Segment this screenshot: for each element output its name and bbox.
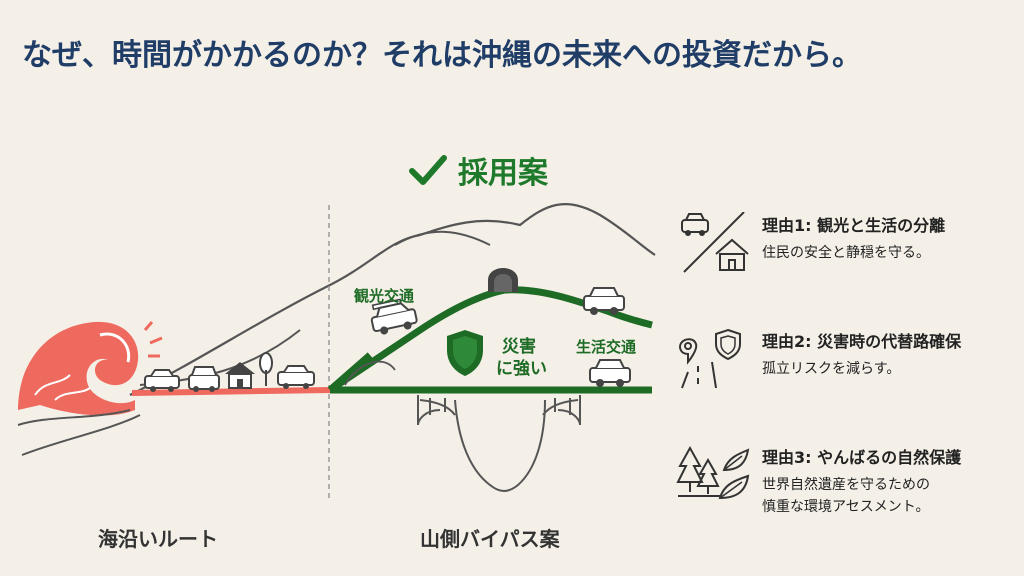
reason-item-1: 理由1: 観光と生活の分離 住民の安全と静穏を守る。 [676, 212, 1016, 312]
reason-3-title: 理由3: やんばるの自然保護 [762, 448, 962, 467]
reason-item-2: 理由2: 災害時の代替路確保 孤立リスクを減らす。 [676, 328, 1016, 428]
forest-and-leaf-icon [676, 445, 750, 500]
daily-car-icon [589, 359, 631, 387]
tsunami-wave-icon [17, 321, 163, 456]
shield-icon [447, 330, 483, 376]
mountain-car-icon [583, 287, 625, 315]
disaster-label-line1: 災害 [502, 336, 536, 357]
coastal-car-icon [144, 369, 180, 392]
mountain-outline [129, 203, 656, 396]
coastal-road [131, 387, 331, 396]
tourism-traffic-label: 観光交通 [354, 287, 414, 305]
adopted-label: 採用案 [458, 156, 548, 191]
reason-1-body: 住民の安全と静穏を守る。 [762, 245, 930, 261]
reason-2-body: 孤立リスクを減らす。 [762, 361, 901, 377]
reason-2-title: 理由2: 災害時の代替路確保 [762, 332, 962, 351]
tourism-car-icon [370, 298, 418, 335]
map-pin-and-shield-icon [679, 328, 741, 389]
mountain-route-label: 山側バイパス案 [420, 527, 560, 551]
reasons-panel: 理由1: 観光と生活の分離 住民の安全と静穏を守る。 理由2: 災害時の代替路確… [676, 0, 1016, 576]
bridge-structure [344, 360, 581, 492]
house-icon [225, 362, 255, 389]
route-junction [327, 352, 373, 393]
page-title: なぜ、時間がかかるのか？それは沖縄の未来への投資だから。 [22, 38, 862, 73]
reason-1-title: 理由1: 観光と生活の分離 [762, 216, 946, 235]
ridge-outline [394, 230, 491, 246]
car-and-house-icon [681, 212, 749, 273]
tunnel-icon [488, 268, 518, 292]
check-icon [409, 155, 447, 185]
coastal-car-icon [277, 365, 315, 389]
coastal-car-icon [188, 366, 220, 392]
reason-item-3: 理由3: やんばるの自然保護 世界自然遺産を守るための 慎重な環境アセスメント。 [676, 444, 1016, 544]
disaster-label-line2: に強い [496, 358, 547, 379]
reason-3-body: 世界自然遺産を守るための 慎重な環境アセスメント。 [762, 477, 930, 515]
adopted-badge: 採用案 [408, 148, 548, 192]
daily-traffic-label: 生活交通 [576, 338, 636, 356]
coastal-route-label: 海沿いルート [98, 527, 218, 551]
tree-icon [259, 352, 273, 386]
